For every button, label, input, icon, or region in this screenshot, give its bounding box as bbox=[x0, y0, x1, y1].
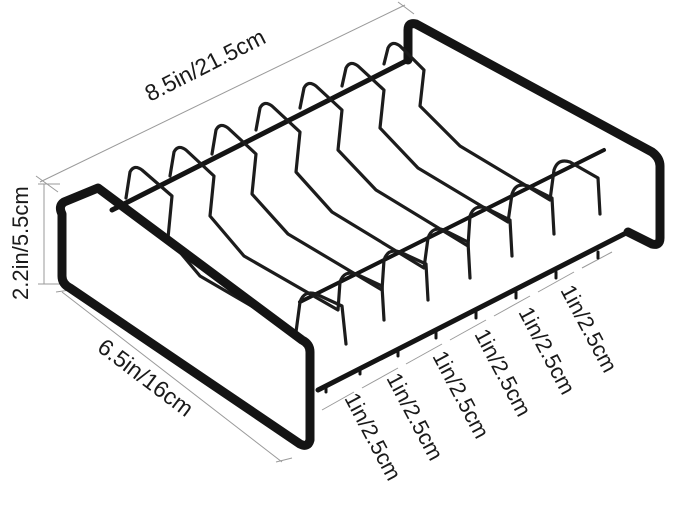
wire-divider-2 bbox=[168, 145, 386, 322]
length-tick-right bbox=[397, 1, 415, 15]
length-dimension-line bbox=[39, 4, 406, 183]
slot-dimension-line-5 bbox=[493, 295, 531, 317]
slot-dimension-line-3 bbox=[405, 343, 443, 365]
height-label: 2.2in/5.5cm bbox=[8, 186, 33, 300]
slot-dimension-line-6 bbox=[537, 271, 575, 293]
front-end-frame bbox=[55, 183, 315, 450]
base-rods bbox=[324, 250, 600, 394]
dimension-lines bbox=[35, 1, 613, 463]
wire-divider-5 bbox=[298, 81, 514, 258]
wire-divider-6 bbox=[340, 61, 556, 236]
length-label: 8.5in/21.5cm bbox=[140, 23, 269, 106]
rail-back-bottom bbox=[298, 148, 606, 304]
rail-front-bottom bbox=[315, 229, 631, 393]
wire-divider-7 bbox=[382, 41, 602, 216]
wire-dividers bbox=[124, 41, 602, 346]
slot-dimension-line-1 bbox=[321, 391, 355, 411]
dimension-labels: 8.5in/21.5cm 2.2in/5.5cm 6.5in/16cm 1in/… bbox=[8, 23, 622, 484]
width-dimension-line bbox=[61, 291, 283, 463]
slot-dimension-line-2 bbox=[361, 367, 399, 389]
back-end-frame bbox=[403, 19, 665, 249]
rack bbox=[55, 19, 665, 450]
slot-dimension-line-7 bbox=[581, 251, 613, 269]
width-tick-right bbox=[275, 457, 293, 463]
width-label: 6.5in/16cm bbox=[93, 333, 199, 421]
wire-divider-1 bbox=[124, 165, 348, 346]
wire-divider-3 bbox=[210, 123, 430, 302]
wire-divider-4 bbox=[254, 101, 472, 280]
slot-dimension-line-4 bbox=[449, 319, 487, 341]
